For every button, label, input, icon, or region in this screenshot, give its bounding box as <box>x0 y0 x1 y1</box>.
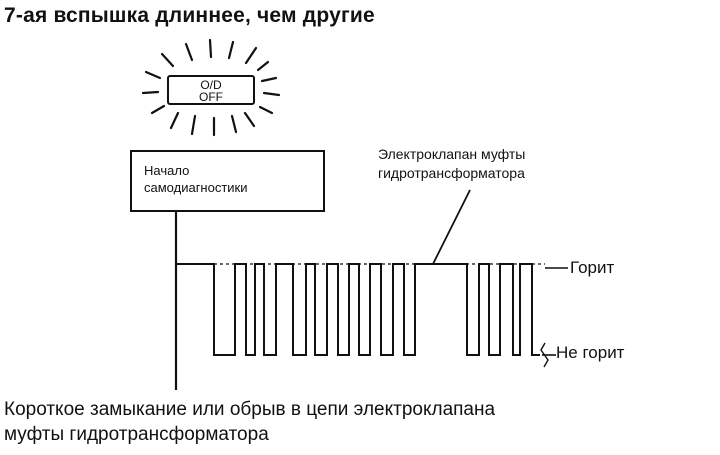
self-diagnosis-start-box: Начало самодиагностики <box>130 150 325 212</box>
on-level-label: Горит <box>570 258 615 277</box>
diagram-heading: 7-ая вспышка длиннее, чем другие <box>4 4 375 27</box>
solenoid-leader-line <box>432 189 471 265</box>
solenoid-callout-line-1: Электроклапан муфты <box>378 146 526 162</box>
off-level-tick <box>540 342 549 368</box>
off-level-label: Не горит <box>556 343 625 362</box>
start-box-line-2: самодиагностики <box>144 180 248 195</box>
caption-line-1: Короткое замыкание или обрыв в цепи элек… <box>4 399 496 420</box>
signal-waveform <box>176 263 540 356</box>
od-lamp-line-1: O/D <box>200 78 222 92</box>
solenoid-callout-line-2: гидротрансформатора <box>378 165 525 181</box>
start-box-line-1: Начало <box>144 163 190 178</box>
caption-line-2: муфты гидротрансформатора <box>4 424 269 445</box>
solenoid-callout: Электроклапан муфты гидротрансформатора <box>378 145 525 183</box>
od-lamp-line-2: OFF <box>199 90 223 104</box>
flash-rays-icon <box>141 38 281 137</box>
diagram-caption: Короткое замыкание или обрыв в цепи элек… <box>4 397 495 447</box>
od-off-lamp: O/D OFF <box>167 75 255 105</box>
